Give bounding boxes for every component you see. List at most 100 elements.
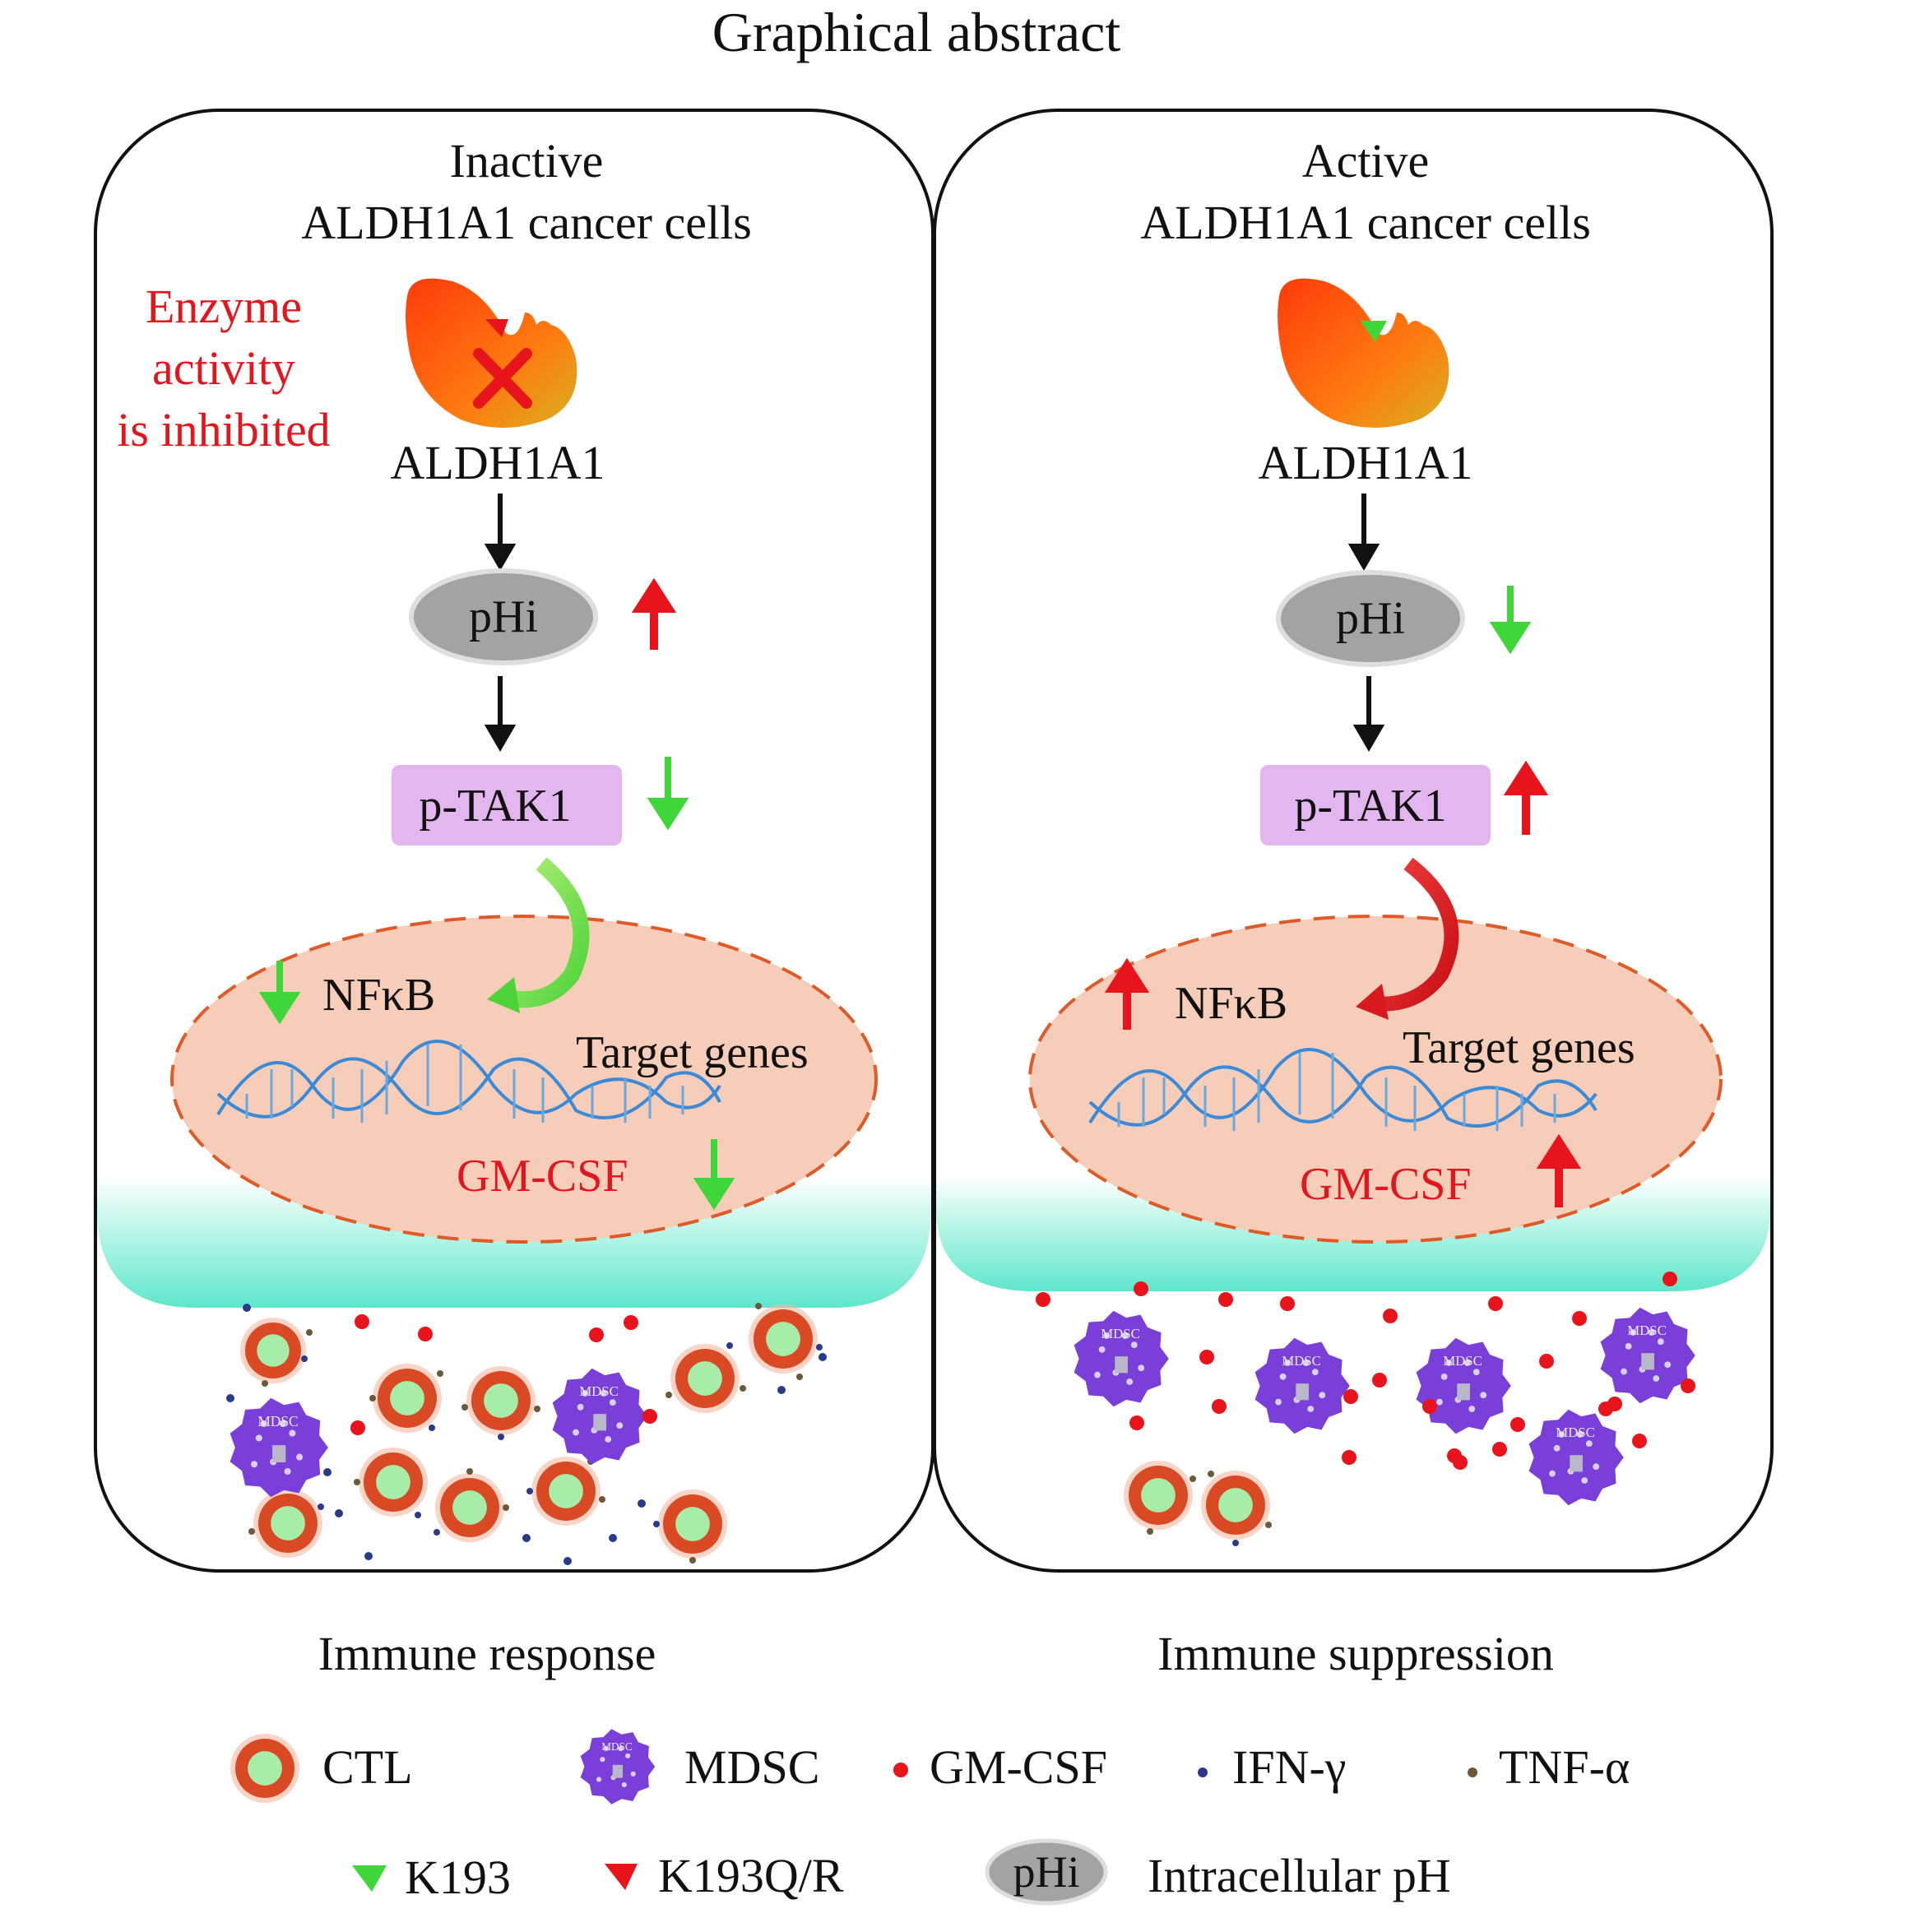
legend-gmcsf-label: GM-CSF bbox=[930, 1740, 1107, 1794]
right-curved-arrow-icon bbox=[1373, 857, 1459, 1012]
left-phi-label: pHi bbox=[469, 591, 538, 642]
ctl-cell bbox=[461, 1366, 540, 1440]
left-panel: Inactive ALDH1A1 cancer cells Enzyme act… bbox=[94, 109, 934, 1573]
legend-tnf-icon bbox=[1468, 1768, 1477, 1777]
legend-mdsc-icon: MDSC bbox=[580, 1729, 656, 1805]
legend-phi-badge-icon bbox=[985, 1838, 1108, 1906]
left-target-genes-label: Target genes bbox=[576, 1027, 809, 1078]
legend-phi-badge-label: pHi bbox=[1013, 1847, 1080, 1897]
cytokine-dot bbox=[777, 1386, 786, 1394]
k193qr-marker-icon bbox=[485, 319, 508, 337]
left-arrow-enzyme-to-phi bbox=[484, 493, 517, 571]
cytokine-dot bbox=[1212, 1399, 1227, 1414]
cytokine-dot bbox=[1343, 1389, 1358, 1404]
right-curved-arrowhead-icon bbox=[1356, 984, 1389, 1020]
mdsc-cell-label: MDSC bbox=[1282, 1353, 1321, 1369]
ctl-cell bbox=[230, 1734, 299, 1803]
figure-title: Graphical abstract bbox=[712, 1, 1121, 63]
legend: CTL MDSC MDSC GM-CSF IFN-γ TNF-α K193 K1… bbox=[230, 1729, 1630, 1906]
enzyme-note-line1: Enzyme bbox=[146, 280, 302, 333]
cytokine-dot bbox=[355, 1314, 369, 1329]
cytokine-dot bbox=[1488, 1296, 1503, 1311]
left-curved-arrowhead-icon bbox=[487, 977, 520, 1013]
left-phi-node bbox=[409, 568, 598, 665]
right-nfkb-label: NFκB bbox=[1175, 978, 1287, 1029]
cytokine-dot bbox=[609, 1534, 617, 1542]
legend-gmcsf-icon bbox=[893, 1763, 908, 1777]
cytokine-dot bbox=[1422, 1399, 1437, 1414]
right-gmcsf-up-arrow-icon bbox=[1536, 1133, 1582, 1207]
legend-ctl-icon bbox=[230, 1734, 299, 1803]
mdsc-cell: MDSC bbox=[1254, 1337, 1350, 1434]
legend-ifn-icon bbox=[1198, 1768, 1208, 1777]
left-nfkb-label: NFκB bbox=[322, 970, 435, 1021]
ctl-cell bbox=[240, 1318, 313, 1387]
cytokine-dot bbox=[1372, 1373, 1387, 1388]
ctl-cell bbox=[526, 1457, 605, 1526]
legend-ifn-label: IFN-γ bbox=[1232, 1740, 1346, 1794]
mdsc-cell-label: MDSC bbox=[1556, 1425, 1595, 1440]
cytokine-dot bbox=[1663, 1272, 1677, 1286]
ctl-cell bbox=[1124, 1461, 1196, 1535]
right-ptak1-up-arrow-icon bbox=[1503, 760, 1549, 835]
right-immune-cells: MDSC MDSC MDSC MDSC MDSC bbox=[1036, 1272, 1695, 1546]
ctl-cell bbox=[434, 1468, 509, 1542]
legend-ctl-label: CTL bbox=[322, 1740, 413, 1794]
inhibition-x-icon bbox=[473, 348, 532, 409]
cytokine-dot bbox=[642, 1409, 657, 1424]
right-phi-label: pHi bbox=[1336, 593, 1405, 644]
legend-mdsc-label: MDSC bbox=[684, 1740, 819, 1794]
cytokine-dot bbox=[226, 1394, 234, 1402]
mdsc-cell-label: MDSC bbox=[1627, 1323, 1667, 1338]
right-outcome-label: Immune suppression bbox=[1157, 1627, 1554, 1680]
cytokine-dot bbox=[1453, 1455, 1468, 1470]
mdsc-cell-label: MDSC bbox=[1443, 1353, 1482, 1369]
cytokine-dot bbox=[589, 1327, 604, 1342]
right-heading-line2: ALDH1A1 cancer cells bbox=[1140, 196, 1591, 249]
right-nfkb-up-arrow-icon bbox=[1104, 957, 1150, 1030]
left-heading-line1: Inactive bbox=[450, 134, 604, 188]
left-dna-helix-icon bbox=[216, 1040, 721, 1123]
cytokine-dot bbox=[1383, 1309, 1398, 1323]
cytokine-dot bbox=[638, 1499, 646, 1508]
right-phi-node bbox=[1276, 570, 1465, 667]
mdsc-cell-label: MDSC bbox=[1101, 1326, 1140, 1341]
cytokine-dot bbox=[1134, 1281, 1148, 1296]
right-ptak1-node bbox=[1260, 765, 1491, 846]
left-nfkb-down-arrow-icon bbox=[258, 961, 301, 1025]
cytokine-dot bbox=[1510, 1417, 1525, 1432]
cytokine-dot bbox=[1036, 1292, 1050, 1307]
mdsc-cell: MDSC bbox=[580, 1729, 656, 1805]
right-heading-line1: Active bbox=[1302, 134, 1430, 188]
mdsc-cell: MDSC bbox=[1416, 1337, 1511, 1434]
cytokine-dot bbox=[1280, 1296, 1295, 1311]
left-nucleus bbox=[170, 915, 878, 1244]
right-aldh1a1-label: ALDH1A1 bbox=[1259, 436, 1473, 489]
cytokine-dot bbox=[335, 1509, 343, 1517]
ctl-cell bbox=[653, 1490, 727, 1564]
cytokine-dot bbox=[418, 1327, 433, 1341]
right-arrow-phi-to-ptak1 bbox=[1352, 676, 1385, 752]
right-gmcsf-label: GM-CSF bbox=[1300, 1159, 1472, 1210]
cytokine-dot bbox=[624, 1315, 638, 1330]
mdsc-cell-label: MDSC bbox=[257, 1413, 298, 1429]
cytokine-dot bbox=[350, 1420, 365, 1435]
ctl-cell bbox=[1201, 1471, 1272, 1546]
legend-k193qr-icon bbox=[605, 1864, 638, 1890]
mdsc-cell: MDSC bbox=[1600, 1307, 1695, 1404]
left-gmcsf-down-arrow-icon bbox=[693, 1139, 735, 1211]
cytokine-dot bbox=[1129, 1415, 1144, 1430]
cytokine-dot bbox=[1342, 1450, 1357, 1465]
left-aldh1a1-label: ALDH1A1 bbox=[391, 436, 605, 489]
left-arrow-phi-to-ptak1 bbox=[484, 676, 517, 752]
aldh1a1-enzyme-icon bbox=[406, 278, 577, 428]
k193-marker-icon bbox=[1361, 321, 1387, 342]
left-phi-up-arrow-icon bbox=[631, 577, 677, 650]
cytokine-dot bbox=[1681, 1378, 1695, 1393]
right-phi-down-arrow-icon bbox=[1489, 586, 1532, 655]
cytokine-dot bbox=[243, 1304, 251, 1312]
cytokine-dot bbox=[1199, 1350, 1214, 1364]
cytokine-dot bbox=[364, 1552, 373, 1560]
ctl-cell bbox=[369, 1364, 443, 1433]
cytokine-dot bbox=[563, 1557, 572, 1565]
